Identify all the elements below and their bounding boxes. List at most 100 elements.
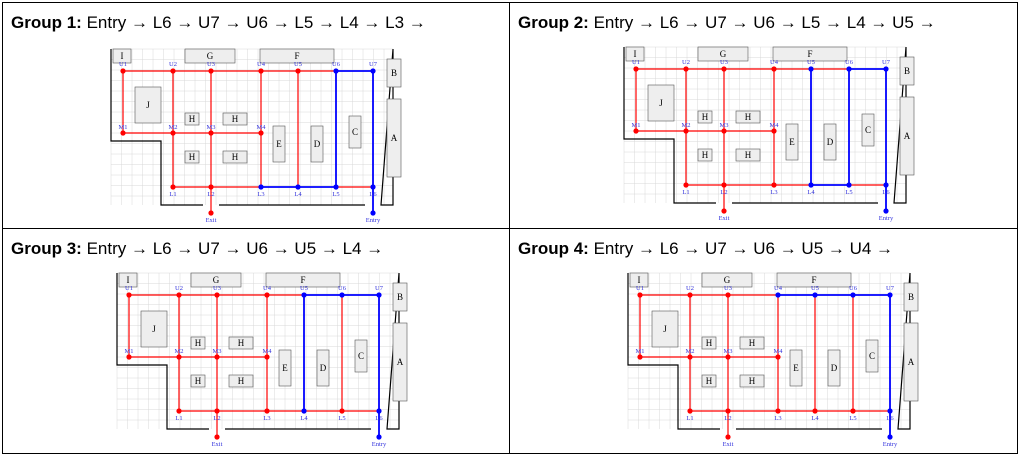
node-u5: [812, 292, 818, 298]
room-a: [899, 96, 915, 176]
room-c: [861, 113, 875, 147]
room-b: [899, 56, 915, 86]
room-c: [865, 339, 879, 373]
node-label: U6: [338, 285, 347, 292]
group-caption: Group 4: Entry → L6 → U7 → U6 → U5 → U4 …: [518, 239, 893, 259]
node-exit: [725, 434, 731, 440]
room-label: H: [195, 338, 202, 348]
node-label: M2: [685, 348, 694, 355]
room-h2: [222, 112, 248, 126]
node-label: M4: [773, 348, 783, 355]
group-panel-2: Group 2: Entry → L6 → U7 → U6 → L5 → L4 …: [509, 3, 1017, 228]
node-label: L2: [720, 189, 727, 196]
route-text: Entry → L6 → U7 → U6 → U5 → L4 →: [86, 239, 384, 258]
node-entry: [887, 434, 893, 440]
room-h1: [184, 112, 200, 126]
node-label: U3: [213, 285, 221, 292]
node-u7: [883, 66, 889, 72]
node-label: U7: [882, 59, 891, 66]
node-u7: [370, 68, 376, 74]
node-label: L1: [686, 415, 693, 422]
room-label: E: [789, 137, 795, 147]
room-f: [265, 272, 341, 288]
node-exit: [214, 434, 220, 440]
room-h4: [228, 374, 254, 388]
node-label: U2: [169, 61, 177, 68]
room-i: [118, 272, 138, 288]
node-u3: [214, 292, 220, 298]
node-label: U2: [175, 285, 183, 292]
node-m2: [176, 354, 182, 360]
room-h2: [735, 110, 761, 124]
node-l1: [683, 182, 689, 188]
node-label: U1: [119, 61, 127, 68]
node-label: U6: [849, 285, 858, 292]
room-d: [316, 349, 330, 387]
node-label: Entry: [879, 215, 894, 222]
node-m4: [775, 354, 781, 360]
node-m1: [637, 354, 643, 360]
group-label: Group 2:: [518, 13, 589, 32]
room-label: H: [232, 114, 239, 124]
node-m3: [208, 130, 214, 136]
room-h4: [222, 150, 248, 164]
node-label: L2: [213, 415, 220, 422]
node-label: U4: [770, 59, 779, 66]
node-l6: [376, 408, 382, 414]
node-u3: [208, 68, 214, 74]
room-i: [629, 272, 649, 288]
node-label: M3: [206, 124, 215, 131]
node-l5: [850, 408, 856, 414]
room-label: D: [320, 363, 327, 373]
node-u5: [301, 292, 307, 298]
room-label: B: [391, 68, 397, 78]
room-i: [112, 48, 132, 64]
node-u4: [775, 292, 781, 298]
room-label: C: [358, 351, 364, 361]
node-label: L5: [338, 415, 345, 422]
node-l6: [883, 182, 889, 188]
room-label: H: [702, 112, 709, 122]
node-label: Exit: [212, 441, 223, 448]
node-label: L4: [294, 191, 302, 198]
room-b: [386, 58, 402, 88]
node-label: U5: [294, 61, 302, 68]
node-label: Exit: [206, 217, 217, 224]
room-label: J: [659, 98, 663, 108]
room-h3: [190, 374, 206, 388]
node-l4: [295, 184, 301, 190]
node-label: L6: [886, 415, 894, 422]
node-u6: [846, 66, 852, 72]
node-label: L5: [849, 415, 856, 422]
room-i: [625, 46, 645, 62]
room-label: E: [276, 139, 282, 149]
node-label: L5: [845, 189, 852, 196]
node-label: L2: [724, 415, 731, 422]
node-label: U3: [724, 285, 732, 292]
node-m3: [214, 354, 220, 360]
room-label: J: [663, 324, 667, 334]
room-e: [272, 125, 286, 163]
room-h2: [739, 336, 765, 350]
room-label: H: [238, 376, 245, 386]
node-entry: [370, 210, 376, 216]
room-h2: [228, 336, 254, 350]
room-label: F: [300, 275, 305, 285]
node-l5: [846, 182, 852, 188]
room-g: [184, 48, 236, 64]
node-label: M2: [168, 124, 177, 131]
node-label: U6: [845, 59, 854, 66]
room-c: [348, 115, 362, 149]
node-label: U7: [369, 61, 378, 68]
room-label: D: [827, 137, 834, 147]
room-g: [190, 272, 242, 288]
room-e: [785, 123, 799, 161]
node-label: U4: [774, 285, 783, 292]
room-e: [789, 349, 803, 387]
node-u2: [176, 292, 182, 298]
node-label: U3: [720, 59, 728, 66]
room-e: [278, 349, 292, 387]
node-label: U5: [811, 285, 819, 292]
node-m1: [120, 130, 126, 136]
